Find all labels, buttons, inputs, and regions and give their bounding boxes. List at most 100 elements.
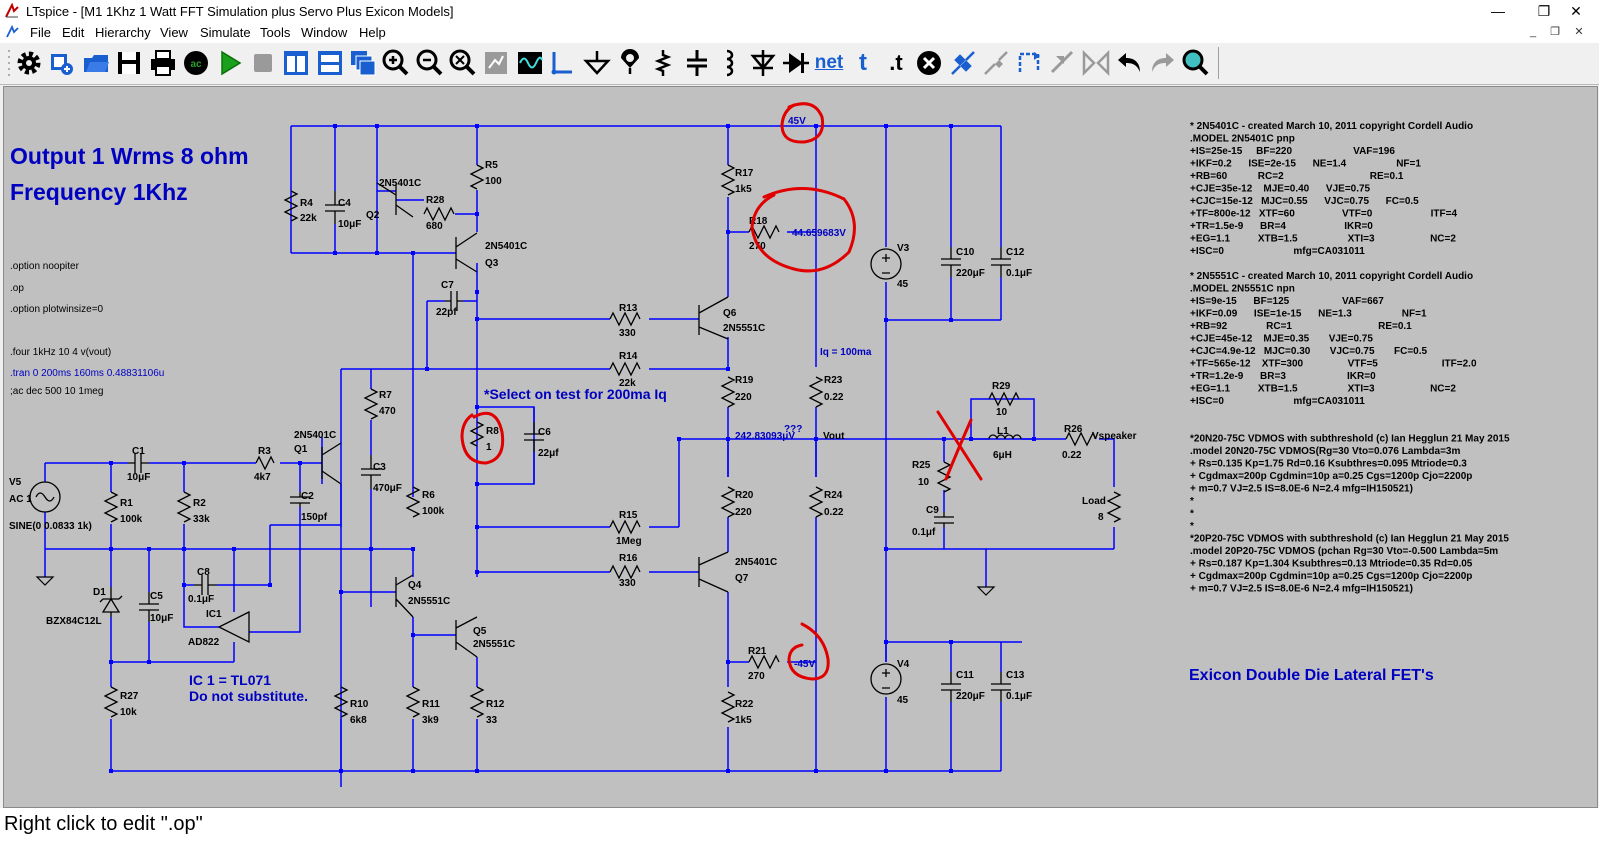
delete-icon[interactable] (914, 48, 944, 78)
waveform-icon[interactable] (515, 48, 545, 78)
label-load: Load (1082, 496, 1106, 507)
ltspice-app-icon (5, 3, 19, 18)
restore-button[interactable]: ❐ (1537, 3, 1551, 19)
node-label-vspeaker: Vspeaker (1092, 431, 1137, 442)
directive-four[interactable]: .four 1kHz 10 4 v(vout) (10, 347, 111, 358)
label-c9: C9 (926, 505, 939, 516)
spice-model-text[interactable]: * 2N5401C - created March 10, 2011 copyr… (1190, 121, 1510, 595)
drag-icon[interactable] (981, 48, 1011, 78)
menu-window[interactable]: Window (301, 25, 348, 40)
directive-op[interactable]: .op (10, 283, 24, 294)
menu-tools[interactable]: Tools (260, 25, 291, 40)
model-line: +TF=800e-12 XTF=60 VTF=0 ITF=4 (1190, 209, 1457, 220)
label-c11: C11 (956, 670, 974, 681)
schematic-doc-icon[interactable] (6, 25, 20, 39)
menu-simulate[interactable]: Simulate (200, 25, 251, 40)
label-c13: C13 (1006, 670, 1025, 681)
tile-vertical-icon[interactable] (281, 48, 311, 78)
label-icon[interactable] (615, 48, 645, 78)
menu-file[interactable]: File (30, 25, 51, 40)
label-q5-model: 2N5551C (473, 639, 515, 650)
zoom-in-icon[interactable] (381, 48, 411, 78)
label-c11-value: 220μF (956, 691, 985, 702)
component-symbols (29, 164, 1122, 723)
model-line: +IKF=0.2 ISE=2e-15 NE=1.4 NF=1 (1190, 159, 1421, 170)
wire-icon[interactable] (548, 48, 578, 78)
label-r10: R10 (350, 699, 369, 710)
label-r21: R21 (748, 646, 767, 657)
capacitor-icon[interactable] (682, 48, 712, 78)
label-v5-ac: AC 1 (9, 494, 32, 505)
text-icon[interactable]: t (859, 49, 867, 76)
label-l1-value: 6μH (993, 450, 1012, 461)
label-c10-value: 220μF (956, 268, 985, 279)
rotate-icon[interactable] (1014, 48, 1044, 78)
mdi-restore-button[interactable]: ❐ (1550, 26, 1560, 38)
label-d1-model: BZX84C12L (46, 616, 102, 627)
label-r24-value: 0.22 (824, 507, 844, 518)
mdi-close-button[interactable]: ✕ (1574, 26, 1584, 38)
label-r19: R19 (735, 375, 754, 386)
control-panel-icon[interactable]: ac (181, 48, 211, 78)
label-r8: R8 (486, 426, 499, 437)
resistor-icon[interactable] (648, 48, 678, 78)
ground-icon[interactable] (582, 48, 612, 78)
label-r24: R24 (824, 490, 843, 501)
directive-option-noopiter[interactable]: .option noopiter (10, 261, 80, 272)
move-icon[interactable] (948, 48, 978, 78)
net-icon[interactable]: net (814, 52, 844, 73)
label-r26-value: 0.22 (1062, 450, 1082, 461)
undo-icon[interactable] (1114, 48, 1144, 78)
gear-icon[interactable] (14, 48, 44, 78)
mdi-minimize-button[interactable]: _ (1529, 26, 1537, 38)
diode-icon[interactable] (748, 48, 778, 78)
minimize-button[interactable]: — (1491, 3, 1505, 19)
status-text: Right click to edit ".op" (4, 813, 203, 835)
directive-tran[interactable]: .tran 0 200ms 160ms 0.48831106u (10, 368, 164, 379)
run-icon[interactable] (215, 48, 245, 78)
inductor-icon[interactable] (715, 48, 745, 78)
ground-symbol-right (977, 586, 995, 596)
menu-hierarchy[interactable]: Hierarchy (95, 25, 151, 40)
label-r17: R17 (735, 168, 754, 179)
model-line: * 2N5551C - created March 10, 2011 copyr… (1190, 271, 1473, 282)
directive-plotwinsize[interactable]: .option plotwinsize=0 (10, 304, 104, 315)
redo-icon[interactable] (1148, 48, 1178, 78)
menu-edit[interactable]: Edit (62, 25, 85, 40)
print-icon[interactable] (148, 48, 178, 78)
node-label-neg45: -45V (794, 659, 815, 670)
menu-view[interactable]: View (160, 25, 188, 40)
find-icon[interactable] (1181, 48, 1211, 78)
label-q1: Q1 (294, 444, 308, 455)
halt-icon[interactable] (248, 48, 278, 78)
close-button[interactable]: ✕ (1570, 3, 1582, 19)
directive-ac-comment[interactable]: ;ac dec 500 10 1meg (10, 386, 103, 397)
mirror-icon[interactable] (1048, 48, 1078, 78)
zoom-fit-icon[interactable] (448, 48, 478, 78)
schematic-drawing[interactable]: Output 1 Wrms 8 ohm Frequency 1Khz .opti… (4, 87, 1597, 807)
schematic-canvas[interactable]: Output 1 Wrms 8 ohm Frequency 1Khz .opti… (3, 86, 1598, 808)
label-c9-value: 0.1μf (912, 527, 936, 538)
paste-icon[interactable] (1081, 48, 1111, 78)
open-icon[interactable] (81, 48, 111, 78)
spice-directive-icon[interactable]: .t (889, 50, 903, 75)
select-on-test-note: *Select on test for 200ma Iq (484, 386, 667, 402)
component-icon[interactable] (781, 48, 811, 78)
model-line: +CJE=35e-12 MJE=0.40 VJE=0.75 (1190, 184, 1371, 195)
zoom-area-icon[interactable] (481, 48, 511, 78)
label-r28: R28 (426, 195, 445, 206)
label-r23-value: 0.22 (824, 392, 844, 403)
zoom-out-icon[interactable] (415, 48, 445, 78)
tile-horizontal-icon[interactable] (315, 48, 345, 78)
label-ic1-model: AD822 (188, 637, 220, 648)
menu-help[interactable]: Help (359, 25, 386, 40)
new-schematic-icon[interactable] (47, 48, 77, 78)
model-line: +CJE=45e-12 MJE=0.35 VJE=0.75 (1190, 334, 1373, 345)
cascade-icon[interactable] (348, 48, 378, 78)
label-r6: R6 (422, 490, 435, 501)
save-icon[interactable] (114, 48, 144, 78)
label-c12: C12 (1006, 247, 1025, 258)
label-d1: D1 (93, 587, 106, 598)
label-c1: C1 (132, 446, 145, 457)
toolbar-end-separator (1218, 47, 1219, 79)
